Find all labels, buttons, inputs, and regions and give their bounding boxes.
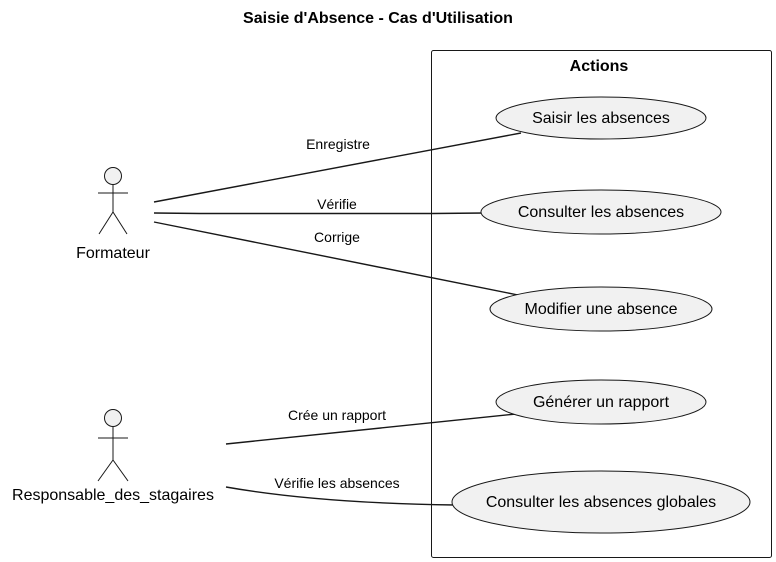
use-case-label: Consulter les absences bbox=[518, 204, 684, 221]
system-boundary: Actions bbox=[431, 50, 772, 558]
stick-figure-icon bbox=[98, 167, 128, 235]
use-case-label: Saisir les absences bbox=[532, 110, 670, 127]
stick-figure-icon bbox=[97, 409, 129, 482]
actor-formateur: Formateur bbox=[76, 167, 151, 262]
association-labels: Enregistre Vérifie Corrige Crée un rappo… bbox=[274, 136, 399, 491]
diagram-title: Saisie d'Absence - Cas d'Utilisation bbox=[243, 10, 513, 27]
association-line-corrige bbox=[153, 221, 519, 296]
use-case-ellipse bbox=[489, 286, 713, 332]
association-label: Corrige bbox=[314, 229, 360, 245]
association-label: Vérifie les absences bbox=[274, 475, 399, 491]
association-label: Crée un rapport bbox=[288, 407, 386, 423]
use-case-ellipse bbox=[495, 96, 707, 140]
association-line-cree-rapport bbox=[225, 413, 517, 445]
use-case-ellipse bbox=[451, 470, 751, 534]
actor-responsable: Responsable_des_stagaires bbox=[12, 409, 214, 504]
use-case-ellipse bbox=[495, 379, 707, 425]
associations bbox=[153, 132, 522, 506]
use-case-modifier: Modifier une absence bbox=[489, 286, 713, 332]
use-case-saisir: Saisir les absences bbox=[495, 96, 707, 140]
actor-label: Formateur bbox=[76, 245, 150, 262]
use-case-consulter-globales: Consulter les absences globales bbox=[451, 470, 751, 534]
use-case-generer: Générer un rapport bbox=[495, 379, 707, 425]
boundary-rect bbox=[431, 50, 772, 558]
use-case-label: Générer un rapport bbox=[533, 394, 670, 411]
association-label: Enregistre bbox=[306, 136, 370, 152]
association-line-enregistre bbox=[153, 132, 522, 203]
association-label: Vérifie bbox=[317, 196, 357, 212]
actor-label: Responsable_des_stagaires bbox=[12, 487, 214, 504]
association-line-verifie bbox=[153, 212, 486, 215]
use-case-ellipse bbox=[480, 189, 722, 235]
use-case-label: Modifier une absence bbox=[525, 301, 678, 318]
use-case-label: Consulter les absences globales bbox=[486, 494, 716, 511]
use-case-consulter: Consulter les absences bbox=[480, 189, 722, 235]
association-line-verifie-absences bbox=[225, 486, 456, 506]
boundary-title: Actions bbox=[570, 58, 629, 75]
